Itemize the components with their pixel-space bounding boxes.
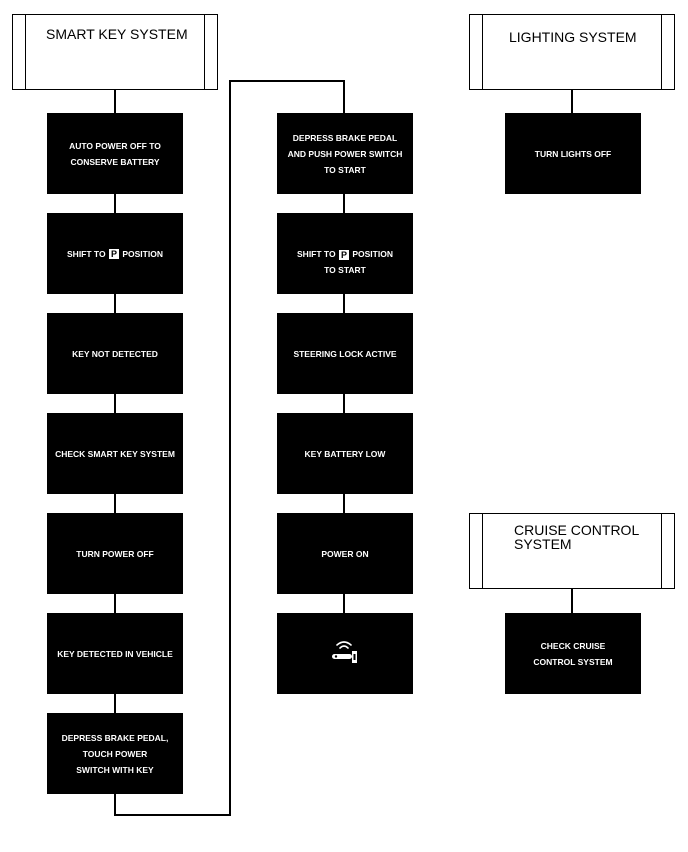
lighting-system-header: LIGHTING SYSTEM — [469, 14, 675, 90]
message-check-smart-key-system: CHECK SMART KEY SYSTEM — [47, 413, 183, 494]
smart-key-system-header: SMART KEY SYSTEM — [12, 14, 218, 90]
message-depress-brake-touch-power: DEPRESS BRAKE PEDAL, TOUCH POWER SWITCH … — [47, 713, 183, 794]
message-turn-power-off: TURN POWER OFF — [47, 513, 183, 594]
message-shift-to-p-to-start: SHIFT TO P POSITION TO START — [277, 213, 413, 294]
shift-to-label: SHIFT TO — [297, 248, 336, 259]
message-key-not-detected: KEY NOT DETECTED — [47, 313, 183, 394]
shift-to-label: SHIFT TO — [67, 248, 106, 259]
message-key-battery-low: KEY BATTERY LOW — [277, 413, 413, 494]
cruise-control-system-title: CRUISE CONTROL SYSTEM — [514, 522, 640, 552]
message-wireless-key-indicator — [277, 613, 413, 694]
message-turn-lights-off: TURN LIGHTS OFF — [505, 113, 641, 194]
cruise-control-system-header: CRUISE CONTROL SYSTEM — [469, 513, 675, 589]
message-auto-power-off: AUTO POWER OFF TO CONSERVE BATTERY — [47, 113, 183, 194]
park-position-icon: P — [108, 248, 119, 259]
park-position-icon: P — [338, 249, 349, 260]
wireless-key-icon — [332, 640, 357, 663]
smart-key-system-title: SMART KEY SYSTEM — [46, 26, 188, 42]
to-start-label: TO START — [324, 264, 366, 275]
position-label: POSITION — [352, 248, 393, 259]
message-power-on: POWER ON — [277, 513, 413, 594]
message-check-cruise-control: CHECK CRUISE CONTROL SYSTEM — [505, 613, 641, 694]
lighting-system-title: LIGHTING SYSTEM — [509, 29, 637, 45]
shift-to-p-line: SHIFT TO P POSITION — [297, 230, 393, 262]
message-shift-to-p: SHIFT TO P POSITION — [47, 213, 183, 294]
message-steering-lock-active: STEERING LOCK ACTIVE — [277, 313, 413, 394]
message-depress-brake-push-power: DEPRESS BRAKE PEDAL AND PUSH POWER SWITC… — [277, 113, 413, 194]
position-label: POSITION — [122, 248, 163, 259]
message-key-detected-in-vehicle: KEY DETECTED IN VEHICLE — [47, 613, 183, 694]
